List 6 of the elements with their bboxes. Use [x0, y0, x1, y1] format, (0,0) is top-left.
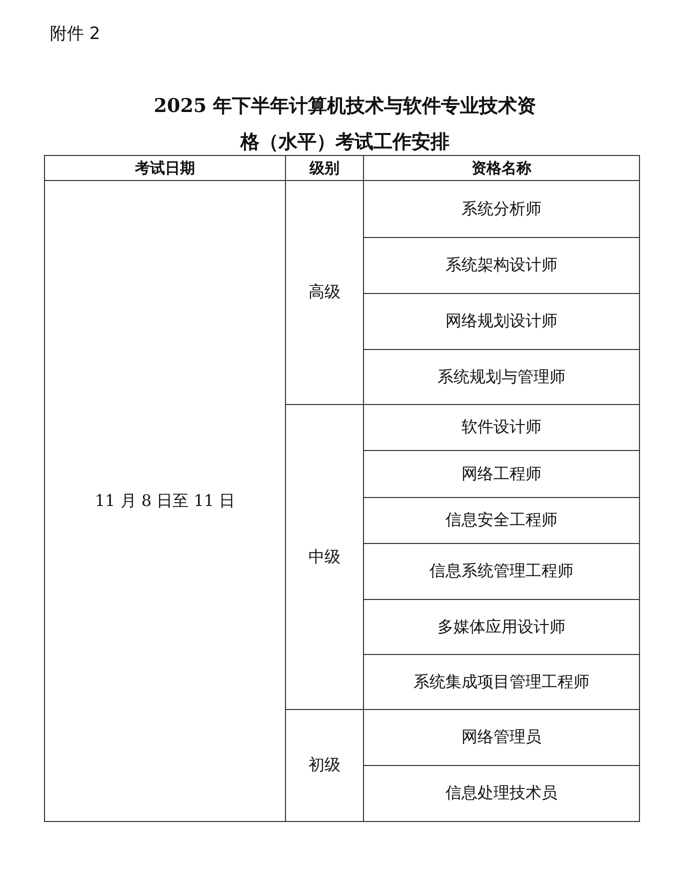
attachment-note: 附件 2	[50, 23, 100, 45]
title: 2025 年下半年计算机技术与软件专业技术资格（水平）考试工作安排	[152, 94, 538, 155]
header-cell: 资格名称	[363, 155, 640, 181]
table-cell: 11 月 8 日至 11 日	[44, 180, 286, 822]
table-cell: 信息处理技术员	[363, 765, 640, 822]
header-cell: 考试日期	[44, 155, 286, 181]
